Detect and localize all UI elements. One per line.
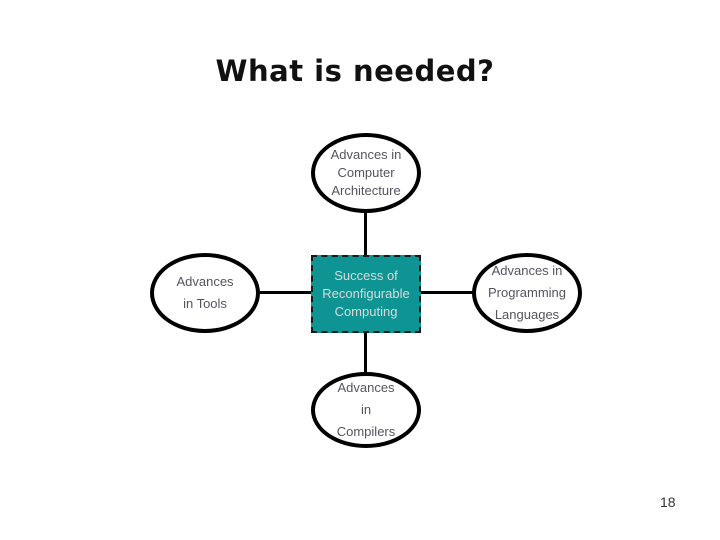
node-line: Languages <box>494 307 560 322</box>
node-line: Success of <box>334 268 398 283</box>
node-line: Reconfigurable <box>322 286 410 301</box>
slide-title: What is needed? <box>215 54 495 88</box>
page-number: 18 <box>660 494 676 510</box>
node-advances-computer-architecture: Advances in Computer Architecture <box>311 133 421 213</box>
connector-top <box>364 211 367 257</box>
node-advances-programming-languages: Advances in Programming Languages <box>472 253 582 333</box>
node-advances-in-tools: Advances in Tools <box>150 253 260 333</box>
node-line: Computing <box>334 304 398 319</box>
connector-right <box>419 291 474 294</box>
node-line: Advances in <box>491 263 563 278</box>
node-success-of-reconfigurable-computing: Success of Reconfigurable Computing <box>311 255 421 333</box>
node-line: Architecture <box>331 183 401 198</box>
node-line: Computer <box>337 165 395 180</box>
connector-left <box>256 291 313 294</box>
node-advances-in-compilers: Advances in Compilers <box>311 372 421 448</box>
node-line: in <box>360 402 372 417</box>
node-line: Programming <box>487 285 567 300</box>
node-line: Compilers <box>336 424 396 439</box>
connector-bottom <box>364 331 367 374</box>
node-line: Advances in <box>330 147 402 162</box>
node-line: Advances <box>176 274 234 289</box>
node-line: Advances <box>337 380 395 395</box>
node-line: in Tools <box>183 296 227 311</box>
